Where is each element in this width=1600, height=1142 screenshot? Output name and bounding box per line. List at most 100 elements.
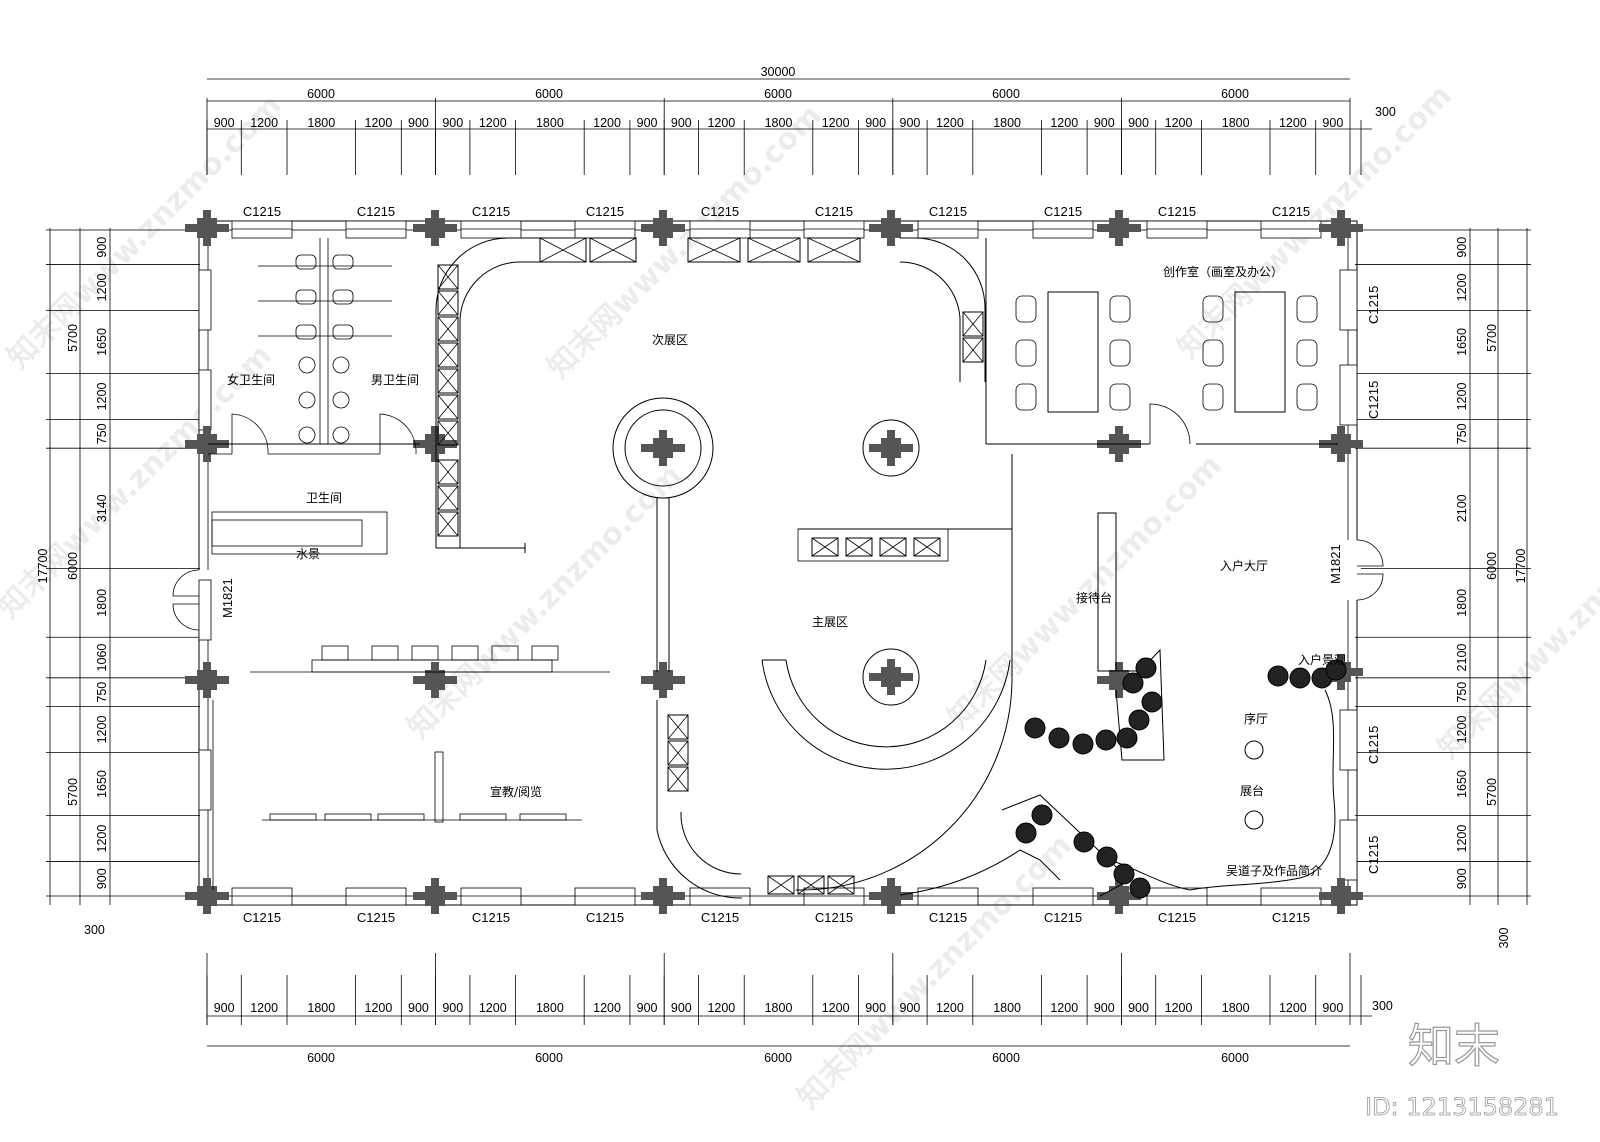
shrub	[1095, 729, 1117, 751]
sub-dim: 900	[1322, 116, 1343, 130]
windows: C1215C1215C1215C1215C1215C1215C1215C1215…	[198, 204, 1381, 925]
window	[1339, 269, 1358, 331]
window-tag: C1215	[1158, 204, 1196, 219]
sub-dim: 1200	[95, 273, 109, 301]
room-label-reception: 接待台	[1076, 590, 1112, 605]
bench	[269, 813, 317, 821]
display-case	[811, 537, 839, 557]
sink	[298, 426, 316, 444]
shrub	[1289, 667, 1311, 689]
display-case	[807, 237, 861, 263]
window-tag: C1215	[701, 910, 739, 925]
column	[1319, 426, 1363, 462]
furniture	[262, 237, 1347, 899]
shrub	[1129, 877, 1151, 899]
side-total-dim: 17700	[36, 549, 50, 584]
display-case	[589, 237, 637, 263]
display-case	[437, 394, 459, 420]
room-label-main-hall: 主展区	[812, 615, 848, 629]
sub-dim: 900	[1322, 1001, 1343, 1015]
window-tag: C1215	[1158, 910, 1196, 925]
shrub	[1116, 727, 1138, 749]
toilet	[332, 254, 354, 270]
sub-dim: 900	[408, 1001, 429, 1015]
sub-dim: 1200	[1165, 1001, 1193, 1015]
room-label-education: 宣教/阅览	[490, 784, 542, 799]
door-tag: M1821	[1328, 544, 1343, 584]
sub-dim: 1200	[1279, 116, 1307, 130]
column	[869, 878, 913, 914]
shrub	[1096, 846, 1118, 868]
column	[413, 662, 457, 698]
column	[869, 430, 913, 466]
sub-dim: 1800	[95, 589, 109, 617]
display-case	[797, 875, 825, 895]
window	[198, 269, 212, 331]
sink	[298, 391, 316, 409]
chair	[1109, 295, 1131, 323]
display-case	[437, 264, 459, 290]
sub-dim: 1200	[479, 1001, 507, 1015]
chair	[1015, 295, 1037, 323]
window	[1260, 887, 1322, 906]
window	[574, 887, 636, 906]
display-pedestal	[1244, 810, 1264, 830]
window-tag: C1215	[1366, 836, 1381, 874]
window	[1339, 364, 1358, 426]
edge-dim: 300	[1375, 105, 1396, 119]
window-tag: C1215	[1272, 910, 1310, 925]
window	[574, 220, 636, 239]
sub-dim: 900	[1094, 116, 1115, 130]
brand-logo: 知末	[1408, 1019, 1500, 1073]
chair	[1296, 383, 1318, 411]
sub-dim: 900	[95, 868, 109, 889]
side-dim: 5700	[1485, 324, 1499, 352]
sub-dim: 2100	[1455, 644, 1469, 672]
sub-dim: 1200	[365, 1001, 393, 1015]
sub-dim: 1800	[1222, 1001, 1250, 1015]
sub-dim: 900	[865, 116, 886, 130]
room-label-wc: 卫生间	[306, 491, 342, 505]
sink	[332, 426, 350, 444]
bay-dim: 6000	[764, 87, 792, 101]
display-case	[437, 368, 459, 394]
window	[1146, 220, 1208, 239]
window	[460, 887, 522, 906]
window	[198, 749, 212, 811]
display-case	[962, 337, 984, 363]
window-tag: C1215	[472, 204, 510, 219]
sub-dim: 900	[671, 1001, 692, 1015]
sub-dim: 1800	[536, 116, 564, 130]
window-tag: C1215	[1272, 204, 1310, 219]
sub-dim: 1200	[1050, 116, 1078, 130]
window	[1260, 220, 1322, 239]
bench	[377, 813, 425, 821]
sub-dim: 900	[637, 1001, 658, 1015]
shrub	[1325, 659, 1347, 681]
right-dimensions: 17700 5700 6000 5700 9001200165012007502…	[1355, 228, 1531, 948]
sub-dim: 1800	[765, 116, 793, 130]
sink	[332, 356, 350, 374]
shrub	[1141, 691, 1163, 713]
sub-dim: 1200	[1279, 1001, 1307, 1015]
sub-dim: 900	[1455, 868, 1469, 889]
sub-dim: 900	[865, 1001, 886, 1015]
sub-dim: 1060	[95, 644, 109, 672]
bay-dim: 6000	[764, 1051, 792, 1065]
sub-dim: 900	[671, 116, 692, 130]
window-tag: C1215	[815, 204, 853, 219]
display-case	[437, 342, 459, 368]
column	[413, 210, 457, 246]
sub-dim: 1650	[1455, 770, 1469, 798]
watermark: 知末网www.znzmo.com	[791, 828, 1079, 1116]
window-tag: C1215	[357, 204, 395, 219]
bay-dim: 6000	[1221, 87, 1249, 101]
room-label-secondary-hall: 次展区	[652, 333, 688, 347]
sub-dim: 1200	[95, 716, 109, 744]
display-case	[667, 714, 689, 740]
sub-dim: 900	[900, 116, 921, 130]
sub-dim: 1800	[307, 116, 335, 130]
